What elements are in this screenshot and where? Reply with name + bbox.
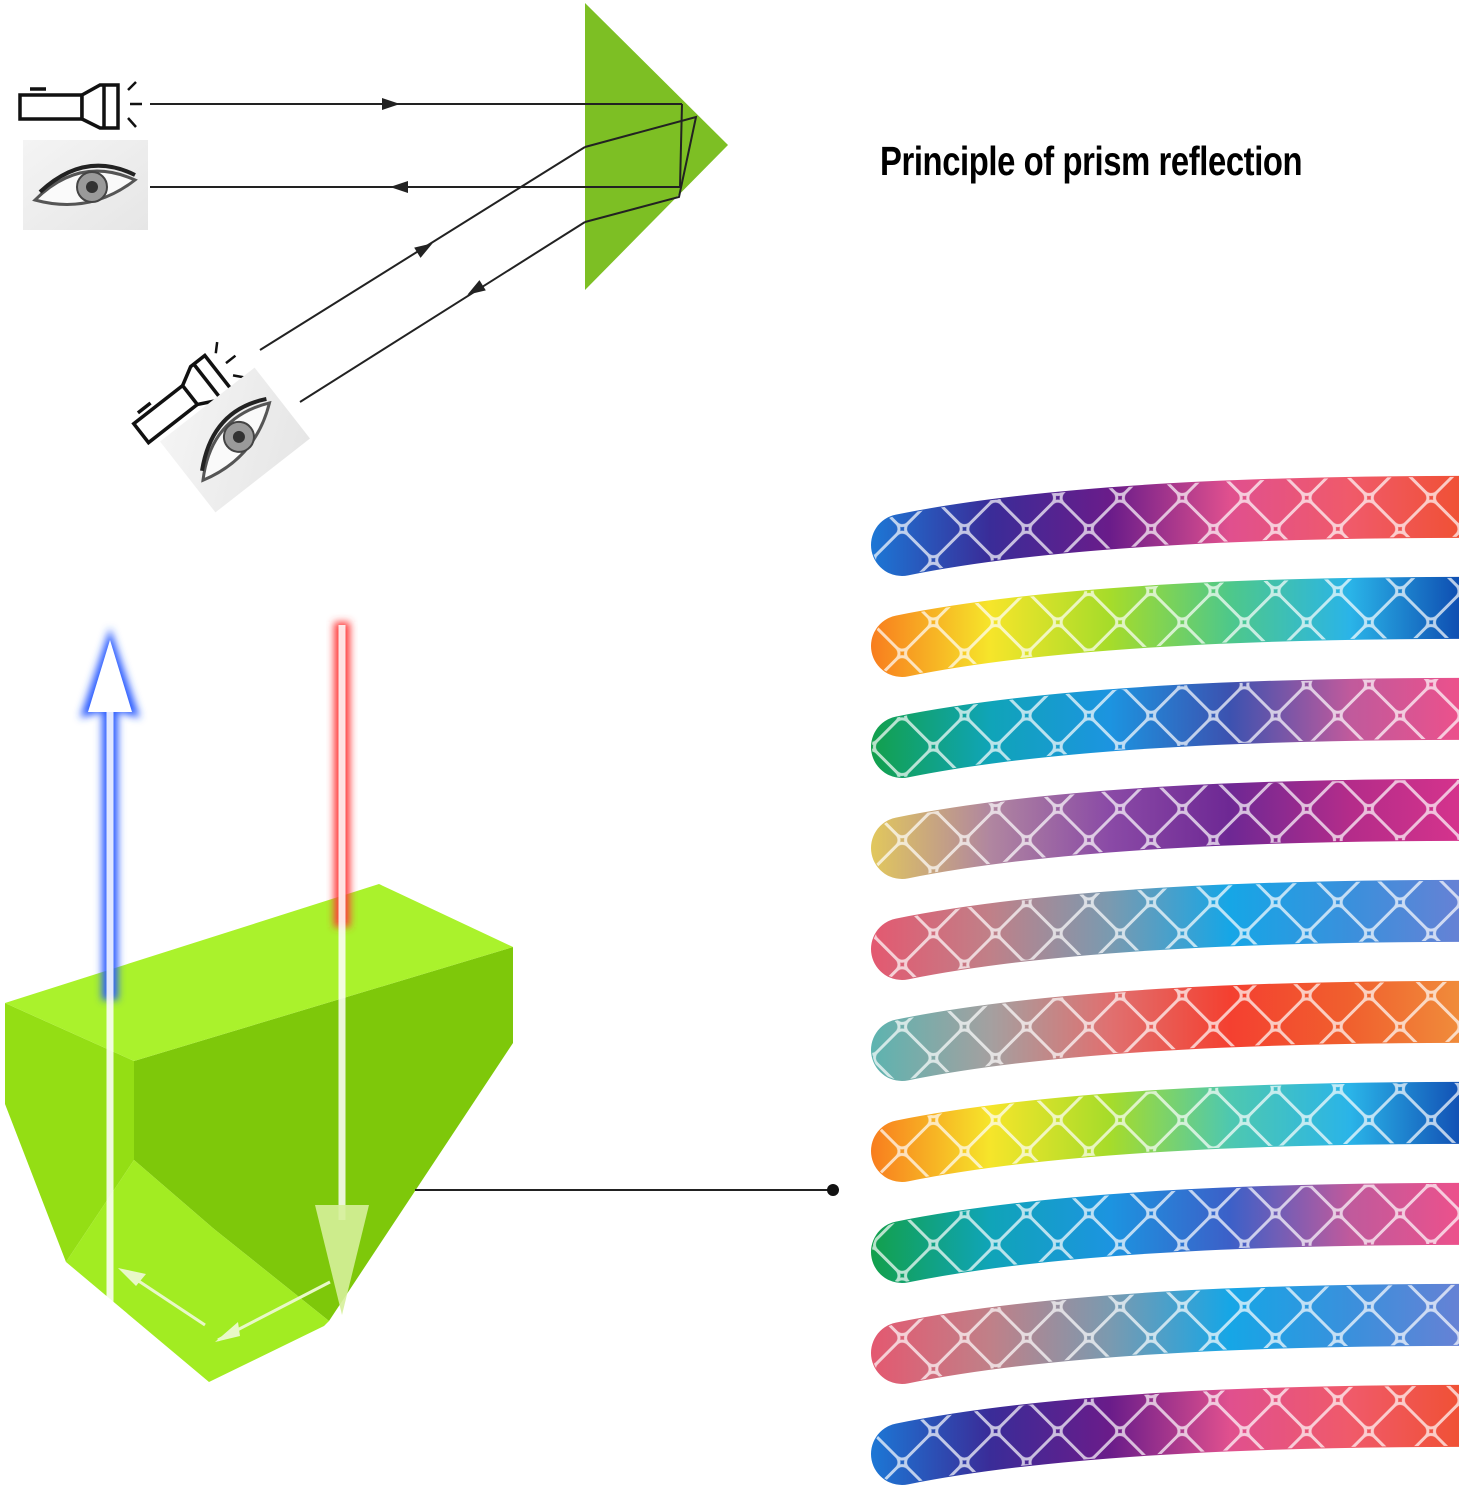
arrow-down-left-icon (467, 280, 486, 295)
prism-3d (5, 884, 513, 1382)
incident-light-arrow (118, 622, 369, 1342)
strip-lattice-pattern (872, 476, 1459, 575)
reflective-strip-green-blue-pink (871, 1182, 1459, 1283)
strip-lattice-pattern (872, 1385, 1459, 1484)
arrow-left-icon (390, 181, 408, 193)
reflective-strip-blue-purple-pink-red-2 (871, 1384, 1459, 1485)
prism-bottom-face (66, 1160, 329, 1382)
strip-lattice-pattern (872, 1082, 1459, 1181)
internal-path-horizontal (679, 103, 683, 188)
reflective-strip-orange-yellow-green-blue (871, 576, 1459, 677)
reflective-strip-tan-purple-magenta (871, 778, 1459, 879)
strip-lattice-pattern (872, 880, 1459, 979)
returned-ray-diagonal (299, 221, 586, 403)
strip-lattice-pattern (872, 1284, 1459, 1383)
light-rays (150, 98, 698, 403)
prism-cross-section (585, 3, 728, 290)
strip-lattice-pattern (872, 981, 1459, 1080)
strip-lattice-pattern (872, 678, 1459, 777)
arrow-right-icon (382, 98, 400, 110)
arrow-up-right-icon (414, 243, 433, 258)
prism-triangle (585, 3, 728, 290)
reflective-strips (871, 475, 1459, 1485)
reflective-strip-red-skyblue-periwinkle-2 (871, 1283, 1459, 1384)
strip-lattice-pattern (872, 577, 1459, 676)
eye-icon-angled (160, 367, 310, 513)
eye-icon (23, 140, 148, 230)
reflective-strip-green-cyan-blue-pink (871, 677, 1459, 778)
internal-path-diagonal (584, 115, 698, 223)
strip-lattice-pattern (872, 779, 1459, 878)
strip-lattice-pattern (872, 1183, 1459, 1282)
reflected-light-arrow (80, 628, 140, 1318)
prism-front-face (134, 947, 513, 1321)
callout-pointer (415, 1184, 839, 1196)
prism-left-face (5, 1003, 134, 1262)
reflective-strip-teal-red-orange (871, 980, 1459, 1081)
diagram-title: Principle of prism reflection (880, 138, 1303, 184)
flashlight-icon-angled (131, 341, 246, 446)
reflective-strip-blue-purple-pink-red (871, 475, 1459, 576)
arrow-down-icon (315, 1205, 369, 1315)
reflective-strip-orange-yellow-cyan-blue (871, 1081, 1459, 1182)
flashlight-icon (18, 81, 142, 130)
reflective-strip-red-skyblue-periwinkle (871, 879, 1459, 980)
prism-top-face (5, 884, 513, 1061)
